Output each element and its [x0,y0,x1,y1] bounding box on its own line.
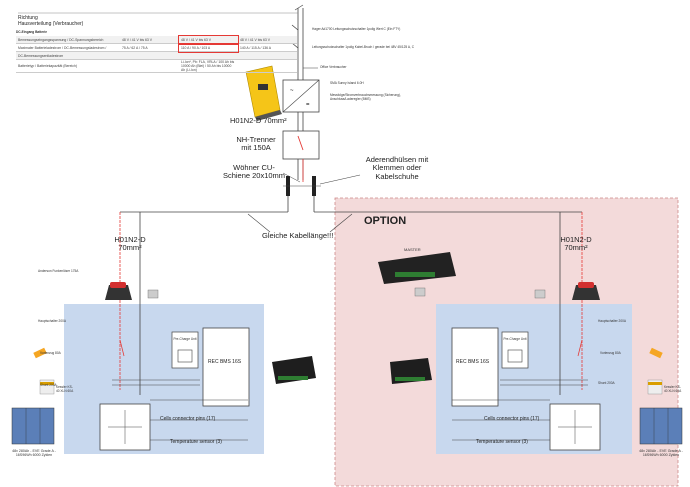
table-row: Maximaler Batterieladestrom / DC-Bemessu… [16,42,297,53]
spec-cell: Batterietyp / Batteriekapazität (Bereich… [16,59,120,73]
left-pack-internals [11,282,250,451]
right-cable-label: H01N2-D 70mm² [560,235,592,253]
spec-cell [120,51,179,60]
option-title: OPTION [364,215,407,227]
left-cell-spec: Kessler KS-40 XLN 60A [56,385,74,393]
spec-heading: DC-Eingang Batterie [16,30,47,34]
cable-top-label: H01N2-D 70mm² [230,116,287,125]
table-row: Batterietyp / Batteriekapazität (Bereich… [16,59,297,73]
left-cells-label: Cells connector pins (17) [160,416,216,422]
right-battery-desc: 48v 280Ah - EVE Grade A - 16S96Wh 6000 Z… [639,449,683,457]
right-shunt-label: Shunt 200A [598,381,615,385]
spec-cell [238,59,297,73]
svg-text:~: ~ [290,88,294,94]
left-battery-desc: 48v 280Ah - EVE Grade A - 16S96Wh 6000 Z… [12,449,56,457]
header-title-2: Hausverteilung (Verbraucher) [18,21,84,27]
right-bms-label: REC BMS 16S [456,359,490,365]
right-bms-photo [390,358,432,384]
left-cable-label: H01N2-D 70mm² [114,235,146,253]
right-pack-internals [451,282,683,451]
spec-cell: Li-Ion*, Pb: FLA, VRLA / 100 Ah bis 1000… [179,59,238,73]
ve-note: Hager Ad1700 Leitungsschutzschalter 1pol… [312,27,401,31]
office-label: Office Verbraucher [320,65,347,69]
right-precharge-label: Pre-Charge Unit [503,337,527,341]
spec-cell [238,51,297,60]
spec-cell: 75 A / 62 A / 75 A [120,43,179,52]
nh-trenner-label: NH-Trenner mit 150A [236,135,276,153]
spec-cell: DC-Bemessungsentladestrom [16,51,120,60]
left-bms-label: REC BMS 16S [208,359,242,365]
spec-table: Bemessungseingangsspannung / DC-Spannung… [16,35,297,73]
left-anderson-label: Anderson Funkenlöser 175A [38,269,79,273]
header-title-1: Richtung [18,15,38,21]
left-shunt-label: Shunt 200A [40,383,57,387]
svg-text:=: = [306,102,310,108]
spec-cell [179,51,238,60]
right-main-switch-label: Hauptschalter 200A [598,319,626,323]
left-main-switch-label: Hauptschalter 200A [38,319,66,323]
spec-cell: 110 A / 90 A / 103 A [178,42,239,53]
same-length-label: Gleiche Kabellänge!!! [262,231,334,240]
spec-cell: 48 V / 41 V bis 63 V [238,36,297,44]
spec-cell: Maximaler Batterieladestrom / DC-Bemessu… [16,43,120,52]
inverter-picture [245,65,282,121]
sma-label: SMA Sunny Island 6.0H [330,81,364,85]
spec-cell: 48 V / 41 V bis 63 V [120,36,179,44]
right-prefuse-label: Vorlenzug 80A [600,351,621,355]
left-temp-label: Temperature sensor (3) [170,439,222,445]
spec-cell: 140 A / 115 A / 136 A [238,43,297,52]
ve-note-2: Leitungsschutzschalter 1polig Kabel-Bruc… [312,45,415,49]
spec-cell: Bemessungseingangsspannung / DC-Spannung… [16,36,120,44]
master-label: MASTER [404,247,421,252]
spec-cell: 48 V / 41 V bis 63 V [178,35,239,45]
cu-rail-label: Wöhner CU-Schiene 20x10mm [222,163,286,181]
mid-note: Messfolge/Stromverbrauchsmessung (Sicher… [330,93,401,101]
right-cell-spec: Kessler KS-40 XLN 60A [664,385,682,393]
right-temp-label: Temperature sensor (3) [476,439,528,445]
right-cells-label: Cells connector pins (17) [484,416,540,422]
ferrules-label: Aderendhülsen mit Klemmen oder Kabelschu… [365,155,429,181]
spec-cell [120,59,179,73]
left-precharge-label: Pre-Charge Unit [173,337,197,341]
left-prefuse-label: Vorlenzug 80A [40,351,61,355]
left-bms-photo [272,356,316,384]
table-row: Bemessungseingangsspannung / DC-Spannung… [16,35,297,45]
table-row: DC-Bemessungsentladestrom [16,51,297,60]
master-device-photo [378,252,456,284]
